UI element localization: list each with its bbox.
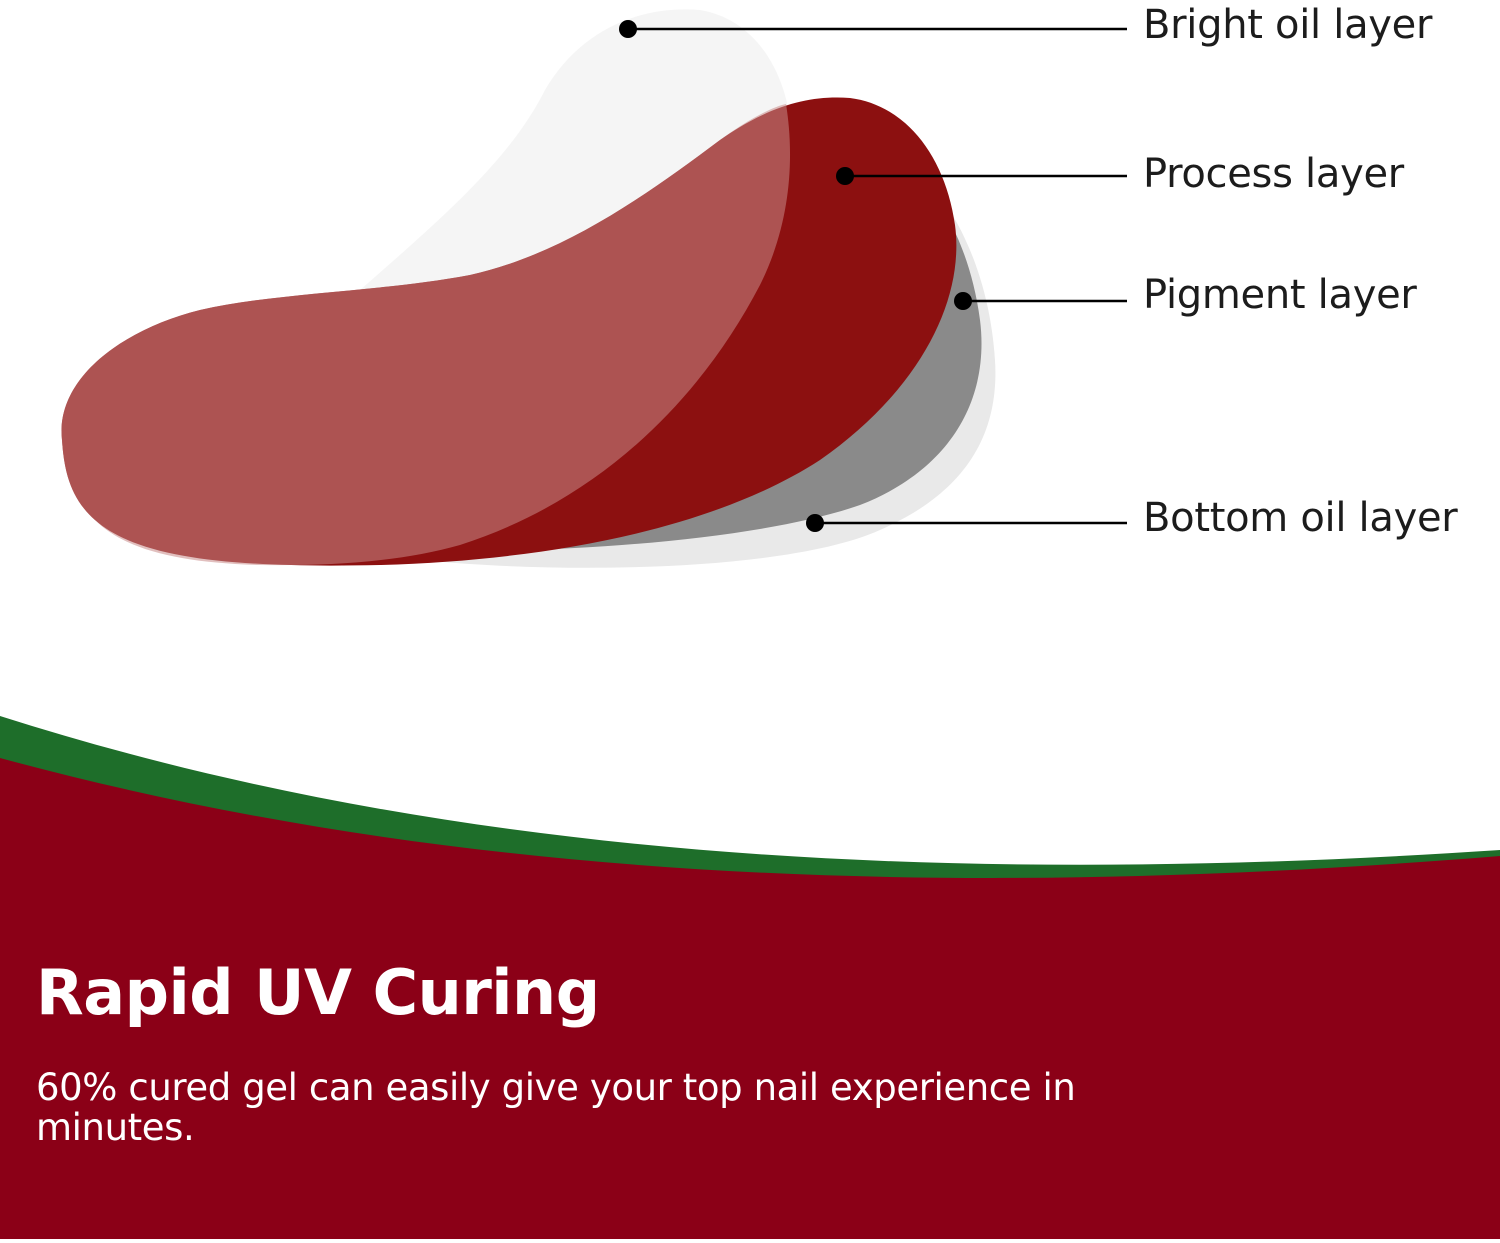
bright-oil-overlay-shape <box>61 104 791 566</box>
leader-dot-process <box>836 167 854 185</box>
process-layer-label: Process layer <box>1143 151 1404 197</box>
pigment-layer-label: Pigment layer <box>1143 272 1417 318</box>
feature-banner <box>0 700 1500 1239</box>
leader-dot-bright-oil <box>619 20 637 38</box>
nail-layers-illustration <box>61 9 1127 568</box>
banner-red-panel <box>0 758 1500 1239</box>
pigment-layer-shape <box>400 188 982 551</box>
bottom-oil-layer-label: Bottom oil layer <box>1143 495 1458 541</box>
leader-dot-pigment <box>954 292 972 310</box>
headline: Rapid UV Curing <box>36 956 600 1029</box>
banner-background <box>0 716 1500 1239</box>
body-text: 60% cured gel can easily give your top n… <box>36 1066 1076 1149</box>
nail-layer-diagram: Bright oil layer Process layer Pigment l… <box>61 2 1458 568</box>
leader-dot-bottom-oil <box>806 514 824 532</box>
bright-oil-layer-label: Bright oil layer <box>1143 2 1433 48</box>
